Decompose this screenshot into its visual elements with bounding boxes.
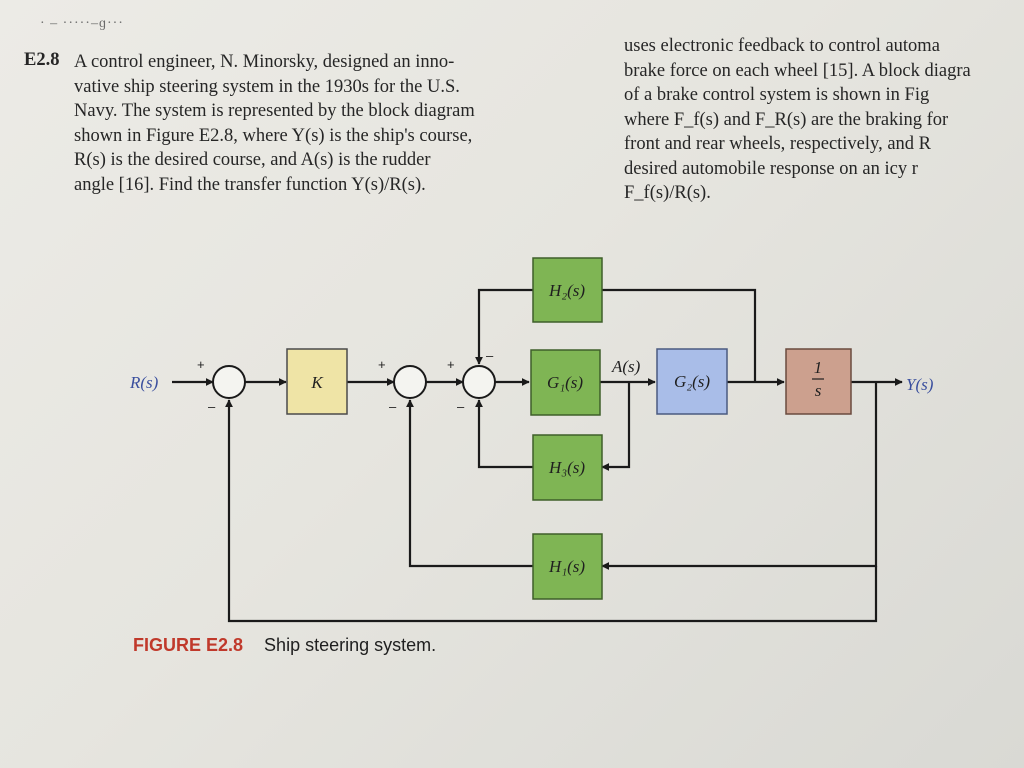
figure-title: Ship steering system.: [264, 635, 437, 655]
sum3-top-minus-sign: –: [486, 348, 494, 363]
signal-wires: [172, 288, 903, 623]
page-header-fragment: · – ·····–ɡ···: [40, 16, 124, 31]
problem-text: A control engineer, N. Minorsky, designe…: [74, 50, 475, 197]
problem-line: vative ship steering system in the 1930s…: [74, 76, 460, 97]
h3-feedback-wire: [475, 399, 533, 469]
h1-feedback-wire: [406, 399, 533, 568]
problem-line: Navy. The system is represented by the b…: [74, 101, 475, 121]
sum1-plus-sign: +: [197, 357, 205, 372]
h3-input-wire: [601, 382, 631, 471]
problem-line: shown in Figure E2.8, where Y(s) is the …: [74, 125, 473, 146]
output-signal-label: Y(s): [906, 375, 934, 394]
summing-junction-3: [462, 365, 496, 399]
sum2-minus-sign: –: [389, 399, 397, 414]
g1-label: G₁(s): [547, 373, 583, 392]
figure-caption: FIGURE E2.8 Ship steering system.: [133, 635, 436, 656]
h2-label: H₂(s): [548, 281, 585, 300]
sum1-minus-sign: –: [208, 399, 216, 414]
integrator-numerator: 1: [814, 358, 823, 377]
input-signal-label: R(s): [129, 373, 159, 392]
g2-label: G₂(s): [674, 372, 710, 391]
adjacent-line: brake force on each wheel [15]. A block …: [624, 60, 971, 81]
integrator-denominator: s: [815, 381, 822, 400]
g1-block: [530, 349, 601, 416]
summing-junction-1: [212, 365, 246, 399]
g2-block: [656, 348, 728, 415]
h3-label: H₃(s): [548, 458, 585, 477]
adjacent-line: desired automobile response on an icy r: [624, 158, 918, 179]
problem-line: angle [16]. Find the transfer function Y…: [74, 174, 426, 195]
rudder-angle-label: A(s): [611, 357, 641, 376]
unity-feedback-wire: [225, 399, 878, 623]
adjacent-line: F_f(s)/R(s).: [624, 183, 711, 203]
adjacent-line: uses electronic feedback to control auto…: [624, 36, 940, 56]
figure-label: FIGURE E2.8: [133, 635, 244, 655]
gain-label: K: [310, 373, 324, 392]
h1-block: [532, 533, 603, 600]
sum3-plus-sign: +: [447, 357, 455, 372]
problem-line: R(s) is the desired course, and A(s) is …: [74, 150, 431, 170]
h2-feedback-wire: [475, 288, 757, 382]
h2-block: [532, 257, 603, 323]
h3-block: [532, 434, 603, 501]
adjacent-line: of a brake control system is shown in Fi…: [624, 85, 930, 105]
integrator-block: [785, 348, 852, 415]
problem-number: E2.8: [24, 50, 60, 70]
adjacent-problem-text: uses electronic feedback to control auto…: [624, 34, 971, 206]
adjacent-line: front and rear wheels, respectively, and…: [624, 134, 932, 154]
sum2-plus-sign: +: [378, 357, 386, 372]
h1-label: H₁(s): [548, 557, 585, 576]
adjacent-line: where F_f(s) and F_R(s) are the braking …: [624, 109, 949, 130]
summing-junction-2: [393, 365, 427, 399]
problem-line: A control engineer, N. Minorsky, designe…: [74, 52, 455, 72]
sum3-minus-sign: –: [457, 399, 465, 414]
gain-block: [286, 348, 348, 415]
